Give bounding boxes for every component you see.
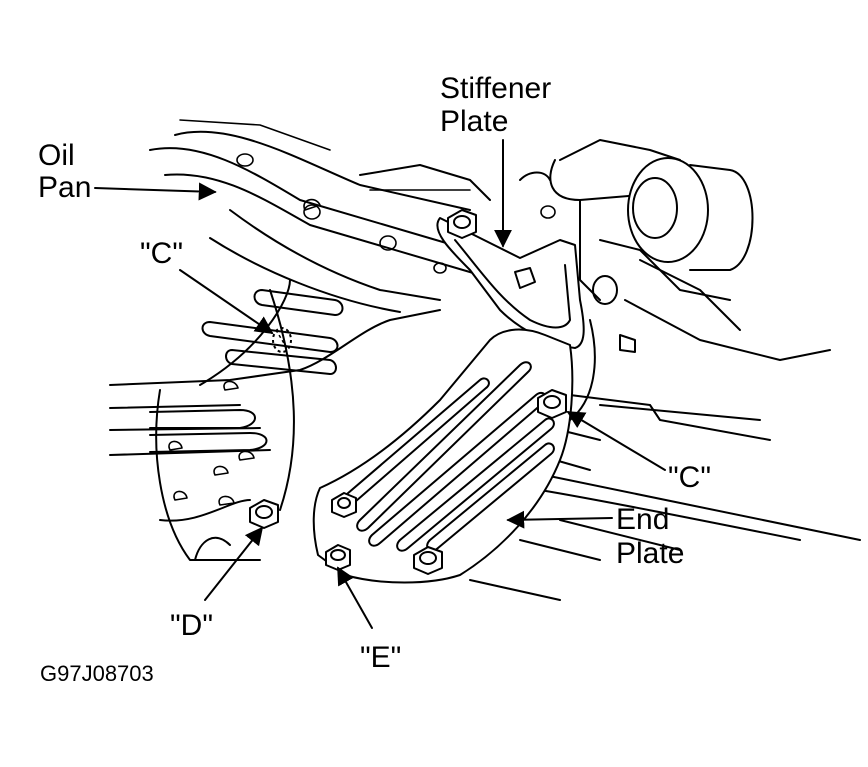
bolt-d — [249, 499, 279, 529]
label-d: "D" — [170, 609, 213, 642]
leader-arrows — [94, 139, 666, 629]
label-c-upper: "C" — [140, 237, 183, 270]
c-right-arrow — [566, 411, 666, 471]
oil-pan-outline — [149, 119, 491, 313]
end-plate — [312, 328, 574, 584]
d-arrow — [204, 526, 264, 601]
label-c-right: "C" — [668, 461, 711, 494]
label-oil-pan: Pan — [38, 171, 92, 204]
hidden-bolt-c — [272, 327, 292, 353]
figure-code: G97J08703 — [40, 661, 154, 686]
oil-pan-arrow — [94, 182, 217, 201]
c-upper-arrow — [179, 269, 274, 335]
label-stiffener: Stiffener — [440, 72, 552, 105]
label-e: "E" — [360, 641, 402, 674]
end-plate-arrow — [506, 510, 613, 529]
engine-mount — [469, 139, 861, 601]
label-oil: Oil — [38, 139, 75, 172]
e-arrow — [337, 566, 373, 629]
label-stiffener-plate: Plate — [440, 105, 509, 138]
label-end: End — [616, 503, 670, 536]
stiffener-plate — [436, 209, 585, 349]
label-end-plate: Plate — [616, 537, 685, 570]
